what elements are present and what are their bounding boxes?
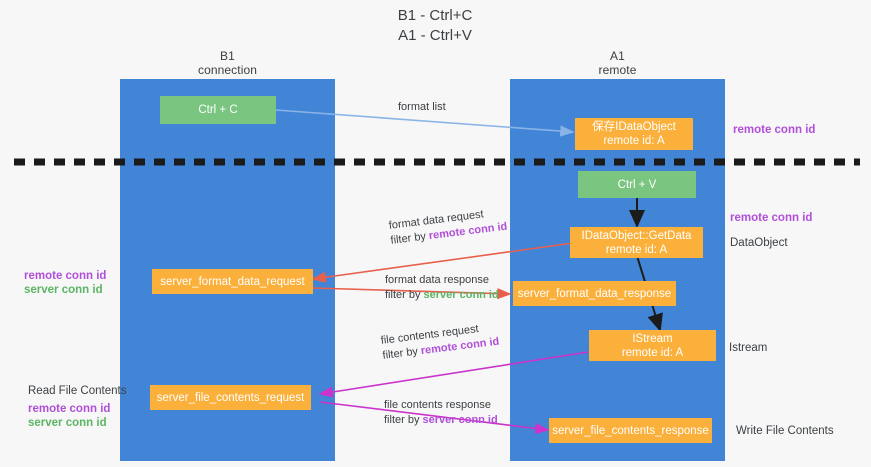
- server-conn-id-highlight: server conn id: [422, 414, 498, 426]
- annotation-remote-conn-id-top: remote conn id: [733, 123, 815, 138]
- filter-by-prefix: filter by: [384, 414, 423, 426]
- edge-label-format-data-response-line2: filter by server conn id: [385, 288, 499, 303]
- filter-by-prefix: filter by: [389, 230, 430, 247]
- node-server-format-data-request-label: server_format_data_request: [160, 275, 305, 288]
- edge-label-file-contents-response-line2: filter by server conn id: [384, 413, 498, 428]
- filter-by-prefix: filter by: [381, 345, 422, 362]
- edge-label-format-data-response-line1: format data response: [385, 274, 489, 286]
- edge-label-format-list: format list: [398, 100, 446, 115]
- node-server-format-data-request[interactable]: server_format_data_request: [152, 269, 313, 294]
- filter-by-prefix: filter by: [385, 289, 424, 301]
- diagram-title: B1 - Ctrl+C A1 - Ctrl+V: [335, 6, 535, 46]
- annotation-left-server-conn-id-2-text: server conn id: [28, 417, 107, 429]
- lane-title-a1-line1: A1: [610, 49, 625, 63]
- node-idataobject-getdata[interactable]: IDataObject::GetData remote id: A: [570, 227, 703, 258]
- edge-label-format-data-request: format data request filter by remote con…: [388, 205, 508, 249]
- node-idataobject-getdata-line2: remote id: A: [605, 243, 668, 256]
- node-server-file-contents-request[interactable]: server_file_contents_request: [150, 385, 311, 410]
- node-save-idataobject-line1: 保存IDataObject: [592, 121, 676, 133]
- annotation-remote-conn-id-mid-text: remote conn id: [730, 212, 813, 224]
- annotation-istream-text: Istream: [729, 342, 768, 354]
- edge-label-format-list-text: format list: [398, 101, 446, 113]
- annotation-left-remote-conn-id-1-text: remote conn id: [24, 270, 107, 282]
- annotation-left-server-conn-id-1: server conn id: [24, 283, 103, 298]
- annotation-left-remote-conn-id-2: remote conn id: [28, 402, 110, 417]
- node-ctrl-c-line1: Ctrl + C: [198, 104, 238, 116]
- edge-label-format-data-response: format data response filter by server co…: [385, 273, 499, 303]
- node-server-format-data-response[interactable]: server_format_data_response: [513, 281, 676, 306]
- annotation-dataobject: DataObject: [730, 236, 788, 251]
- server-conn-id-highlight: server conn id: [423, 289, 499, 301]
- annotation-remote-conn-id-mid: remote conn id: [730, 211, 812, 226]
- lane-title-a1: A1 remote: [540, 49, 695, 77]
- diagram-title-line2: A1 - Ctrl+V: [398, 27, 472, 44]
- lane-title-a1-line2: remote: [598, 63, 637, 77]
- edge-label-file-contents-response: file contents response filter by server …: [384, 398, 498, 428]
- annotation-read-file-contents: Read File Contents: [28, 384, 126, 399]
- node-server-format-data-response-label: server_format_data_response: [517, 287, 672, 300]
- lane-title-b1-line1: B1: [220, 49, 235, 63]
- node-istream-line2: remote id: A: [621, 346, 684, 359]
- annotation-dataobject-text: DataObject: [730, 237, 788, 249]
- diagram-title-line1: B1 - Ctrl+C: [397, 7, 473, 24]
- node-ctrl-c[interactable]: Ctrl + C: [160, 96, 276, 124]
- annotation-write-file-contents-text: Write File Contents: [736, 425, 834, 437]
- node-server-file-contents-request-label: server_file_contents_request: [156, 391, 305, 404]
- annotation-write-file-contents: Write File Contents: [736, 424, 834, 439]
- node-save-idataobject[interactable]: 保存IDataObject remote id: A: [575, 118, 693, 150]
- node-istream-line1: IStream: [632, 332, 673, 345]
- node-ctrl-v[interactable]: Ctrl + V: [578, 171, 696, 198]
- annotation-read-file-contents-text: Read File Contents: [28, 385, 127, 397]
- annotation-left-server-conn-id-1-text: server conn id: [24, 284, 103, 296]
- node-istream[interactable]: IStream remote id: A: [589, 330, 716, 361]
- node-server-file-contents-response-label: server_file_contents_response: [552, 424, 709, 437]
- edge-label-file-contents-response-line1: file contents response: [384, 399, 492, 411]
- node-ctrl-v-line1: Ctrl + V: [617, 178, 657, 191]
- annotation-remote-conn-id-top-text: remote conn id: [733, 124, 816, 136]
- node-idataobject-getdata-line1: IDataObject::GetData: [581, 229, 692, 242]
- lane-title-b1: B1 connection: [150, 49, 305, 77]
- annotation-left-remote-conn-id-2-text: remote conn id: [28, 403, 111, 415]
- node-save-idataobject-line2: remote id: A: [603, 135, 665, 147]
- edge-label-file-contents-request: file contents request filter by remote c…: [380, 320, 500, 364]
- annotation-left-remote-conn-id-1: remote conn id: [24, 269, 106, 284]
- lane-title-b1-line2: connection: [197, 63, 258, 77]
- node-server-file-contents-response[interactable]: server_file_contents_response: [549, 418, 712, 443]
- annotation-left-server-conn-id-2: server conn id: [28, 416, 107, 431]
- annotation-istream: Istream: [729, 341, 767, 356]
